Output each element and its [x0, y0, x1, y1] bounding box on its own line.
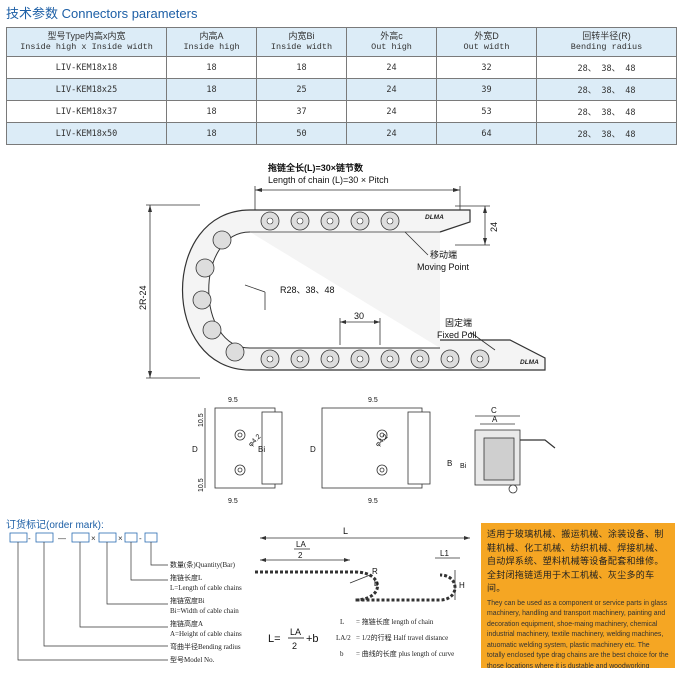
radius-label: R28、38、48: [280, 285, 335, 295]
application-note-en: They can be used as a component or servi…: [487, 599, 669, 669]
svg-text:= 1/2的行程 Half travel distan: = 1/2的行程 Half travel distance: [356, 633, 448, 642]
svg-text:LA/2: LA/2: [336, 634, 351, 642]
cell-inside-high: 18: [166, 122, 257, 145]
cell-model: LIV-KEM18x50: [6, 122, 167, 145]
svg-text:9.5: 9.5: [368, 397, 378, 404]
svg-text:A: A: [492, 415, 498, 424]
svg-text:A=Height of cable chains: A=Height of cable chains: [170, 630, 242, 638]
svg-text:×: ×: [91, 534, 96, 543]
travel-legend: L = 拖链长度 length of chain LA/2 = 1/2的行程 H…: [336, 617, 454, 658]
svg-text:L=: L=: [268, 633, 281, 645]
svg-text:Bi: Bi: [258, 445, 265, 454]
brand-label-bottom: DLMA: [520, 359, 539, 366]
travel-formula: L= LA 2 +b: [268, 627, 319, 651]
svg-text:L1: L1: [440, 549, 449, 558]
svg-text:b: b: [374, 579, 379, 588]
fixed-poll-zh: 固定端: [445, 317, 472, 328]
svg-text:L: L: [340, 618, 344, 626]
svg-text:10.5: 10.5: [198, 478, 205, 492]
cell-out-high: 24: [346, 78, 437, 101]
svg-text:B: B: [447, 459, 452, 468]
svg-text:Bi: Bi: [460, 463, 467, 470]
svg-text:= 拖链长度 length of chain: = 拖链长度 length of chain: [356, 617, 434, 626]
svg-text:LA: LA: [296, 540, 306, 549]
fixed-poll-en: Fixed Poll: [437, 330, 477, 340]
svg-text:—: —: [58, 534, 66, 543]
chain-length-zh: 拖链全长(L)=30×链节数: [268, 162, 364, 173]
svg-text:L=Length of cable chains: L=Length of cable chains: [170, 584, 242, 592]
svg-text:9.5: 9.5: [368, 498, 378, 505]
svg-text:L: L: [343, 526, 348, 536]
svg-text:2: 2: [298, 551, 303, 560]
cell-bending-radius: 28、 38、 48: [536, 122, 677, 145]
svg-text:9.5: 9.5: [228, 397, 238, 404]
brand-label-top: DLMA: [425, 214, 444, 221]
page-title: 技术参数 Connectors parameters: [6, 6, 198, 21]
svg-text:数量(条)Quantity(Bar): 数量(条)Quantity(Bar): [170, 560, 236, 569]
moving-point-zh: 移动端: [430, 249, 457, 260]
cell-out-width: 64: [436, 122, 537, 145]
link-detail-views: 10.5 10.5 D 9.5 9.5 φ4.2 Bi D 9.5 9.5 φ4…: [192, 397, 556, 505]
svg-text:-: -: [28, 534, 31, 543]
svg-text:弯曲半径Bending radius: 弯曲半径Bending radius: [170, 642, 241, 651]
svg-text:型号Model No.: 型号Model No.: [170, 655, 215, 664]
svg-text:2: 2: [292, 641, 297, 651]
order-mark-title: 订货标记(order mark):: [6, 520, 104, 531]
svg-text:D: D: [310, 445, 316, 454]
label-2r-24: 2R-24: [138, 285, 148, 310]
cell-inside-width: 25: [256, 78, 347, 101]
travel-diagram: L LA 2 R b L1 H: [255, 526, 470, 602]
svg-text:b: b: [340, 650, 344, 658]
label-height-24: 24: [489, 222, 499, 232]
table-row: LIV-KEM18x37 18 37 24 53 28、 38、 48: [6, 100, 677, 123]
svg-text:+b: +b: [306, 633, 319, 645]
application-note: 适用于玻璃机械、搬运机械、涂装设备、制鞋机械、化工机械、纺织机械、焊接机械、自动…: [481, 523, 675, 668]
header-bending-radius: 回转半径(R)Bending radius: [536, 27, 677, 57]
chain-side-view: 拖链全长(L)=30×链节数 Length of chain (L)=30 × …: [138, 162, 546, 379]
svg-text:= 曲线的长度 plus length of curv: = 曲线的长度 plus length of curve: [356, 649, 454, 658]
svg-text:LA: LA: [290, 627, 301, 637]
cell-bending-radius: 28、 38、 48: [536, 78, 677, 101]
chain-length-en: Length of chain (L)=30 × Pitch: [268, 175, 389, 185]
cell-inside-width: 50: [256, 122, 347, 145]
table-row: LIV-KEM18x50 18 50 24 64 28、 38、 48: [6, 122, 677, 145]
table-row: LIV-KEM18x25 18 25 24 39 28、 38、 48: [6, 78, 677, 101]
svg-text:9.5: 9.5: [228, 498, 238, 505]
application-note-zh: 适用于玻璃机械、搬运机械、涂装设备、制鞋机械、化工机械、纺织机械、焊接机械、自动…: [487, 529, 664, 593]
order-mark-labels: 数量(条)Quantity(Bar) 拖链长度L L=Length of cab…: [170, 560, 242, 664]
pitch-label: 30: [354, 311, 364, 321]
svg-text:C: C: [491, 406, 497, 415]
svg-text:-: -: [139, 534, 142, 543]
svg-text:拖链高度A: 拖链高度A: [170, 619, 203, 628]
moving-point-en: Moving Point: [417, 262, 470, 272]
svg-text:拖链长度L: 拖链长度L: [170, 573, 202, 582]
order-mark-diagram: - — × × -: [9, 532, 168, 661]
svg-text:Bi=Width of cable chain: Bi=Width of cable chain: [170, 607, 239, 615]
svg-text:10.5: 10.5: [198, 413, 205, 427]
svg-text:H: H: [459, 581, 465, 590]
cell-out-high: 24: [346, 122, 437, 145]
svg-text:×: ×: [118, 534, 123, 543]
svg-text:D: D: [192, 445, 198, 454]
svg-text:R: R: [372, 567, 378, 576]
svg-text:拖链宽度Bi: 拖链宽度Bi: [170, 596, 205, 605]
